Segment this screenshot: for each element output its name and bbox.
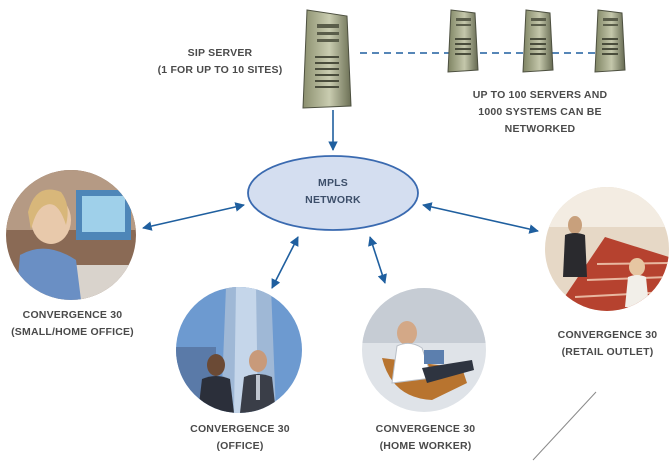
arrow-mpls-small-home-office [142, 202, 245, 231]
arrow-mpls-retail-outlet [422, 202, 539, 234]
networked-server-3 [590, 8, 630, 74]
home-worker-photo [362, 288, 486, 412]
retail-outlet-photo [545, 187, 669, 311]
retail-outlet-line-1: CONVERGENCE 30 [557, 329, 658, 341]
man-with-laptop-image [362, 288, 486, 412]
home-worker-label: CONVERGENCE 30 (HOME WORKER) [353, 421, 498, 455]
office-label: CONVERGENCE 30 (OFFICE) [170, 421, 310, 455]
sip-server-line-2: (1 FOR UP TO 10 SITES) [157, 64, 283, 76]
woman-at-computer-image [6, 170, 136, 300]
networked-label: UP TO 100 SERVERS AND 1000 SYSTEMS CAN B… [455, 87, 625, 138]
networked-line-2: 1000 SYSTEMS CAN BE [478, 106, 602, 118]
sip-server-line-1: SIP SERVER [187, 47, 253, 59]
tower-server-icon [594, 9, 626, 73]
office-line-1: CONVERGENCE 30 [190, 423, 290, 435]
home-worker-line-2: (HOME WORKER) [379, 440, 472, 452]
office-line-2: (OFFICE) [216, 440, 264, 452]
mpls-network-label: MPLS NETWORK [283, 175, 383, 209]
small-home-office-line-2: (SMALL/HOME OFFICE) [11, 326, 134, 338]
home-worker-line-1: CONVERGENCE 30 [375, 423, 476, 435]
small-home-office-line-1: CONVERGENCE 30 [22, 309, 123, 321]
networked-line-3: NETWORKED [504, 123, 576, 135]
mpls-line-1: MPLS [318, 177, 348, 189]
businessmen-skyscraper-image [176, 287, 302, 413]
retail-outlet-label: CONVERGENCE 30 (RETAIL OUTLET) [545, 327, 670, 361]
small-home-office-label: CONVERGENCE 30 (SMALL/HOME OFFICE) [0, 307, 145, 341]
networked-line-1: UP TO 100 SERVERS AND [472, 89, 608, 101]
networked-server-1 [443, 8, 483, 74]
mpls-network-ellipse [247, 155, 419, 231]
mpls-line-2: NETWORK [305, 194, 361, 206]
tower-server-icon [302, 9, 352, 109]
arrow-mpls-office [271, 236, 299, 289]
tower-server-icon [447, 9, 479, 73]
sip-server-label: SIP SERVER (1 FOR UP TO 10 SITES) [150, 45, 290, 79]
small-home-office-photo [6, 170, 136, 300]
pointer-line [532, 391, 597, 461]
retail-store-image [545, 187, 669, 311]
tower-server-icon [522, 9, 554, 73]
retail-outlet-line-2: (RETAIL OUTLET) [561, 346, 654, 358]
networked-server-2 [518, 8, 558, 74]
sip-server-tower [295, 8, 359, 112]
arrow-mpls-home-worker [368, 236, 387, 284]
office-photo [176, 287, 302, 413]
